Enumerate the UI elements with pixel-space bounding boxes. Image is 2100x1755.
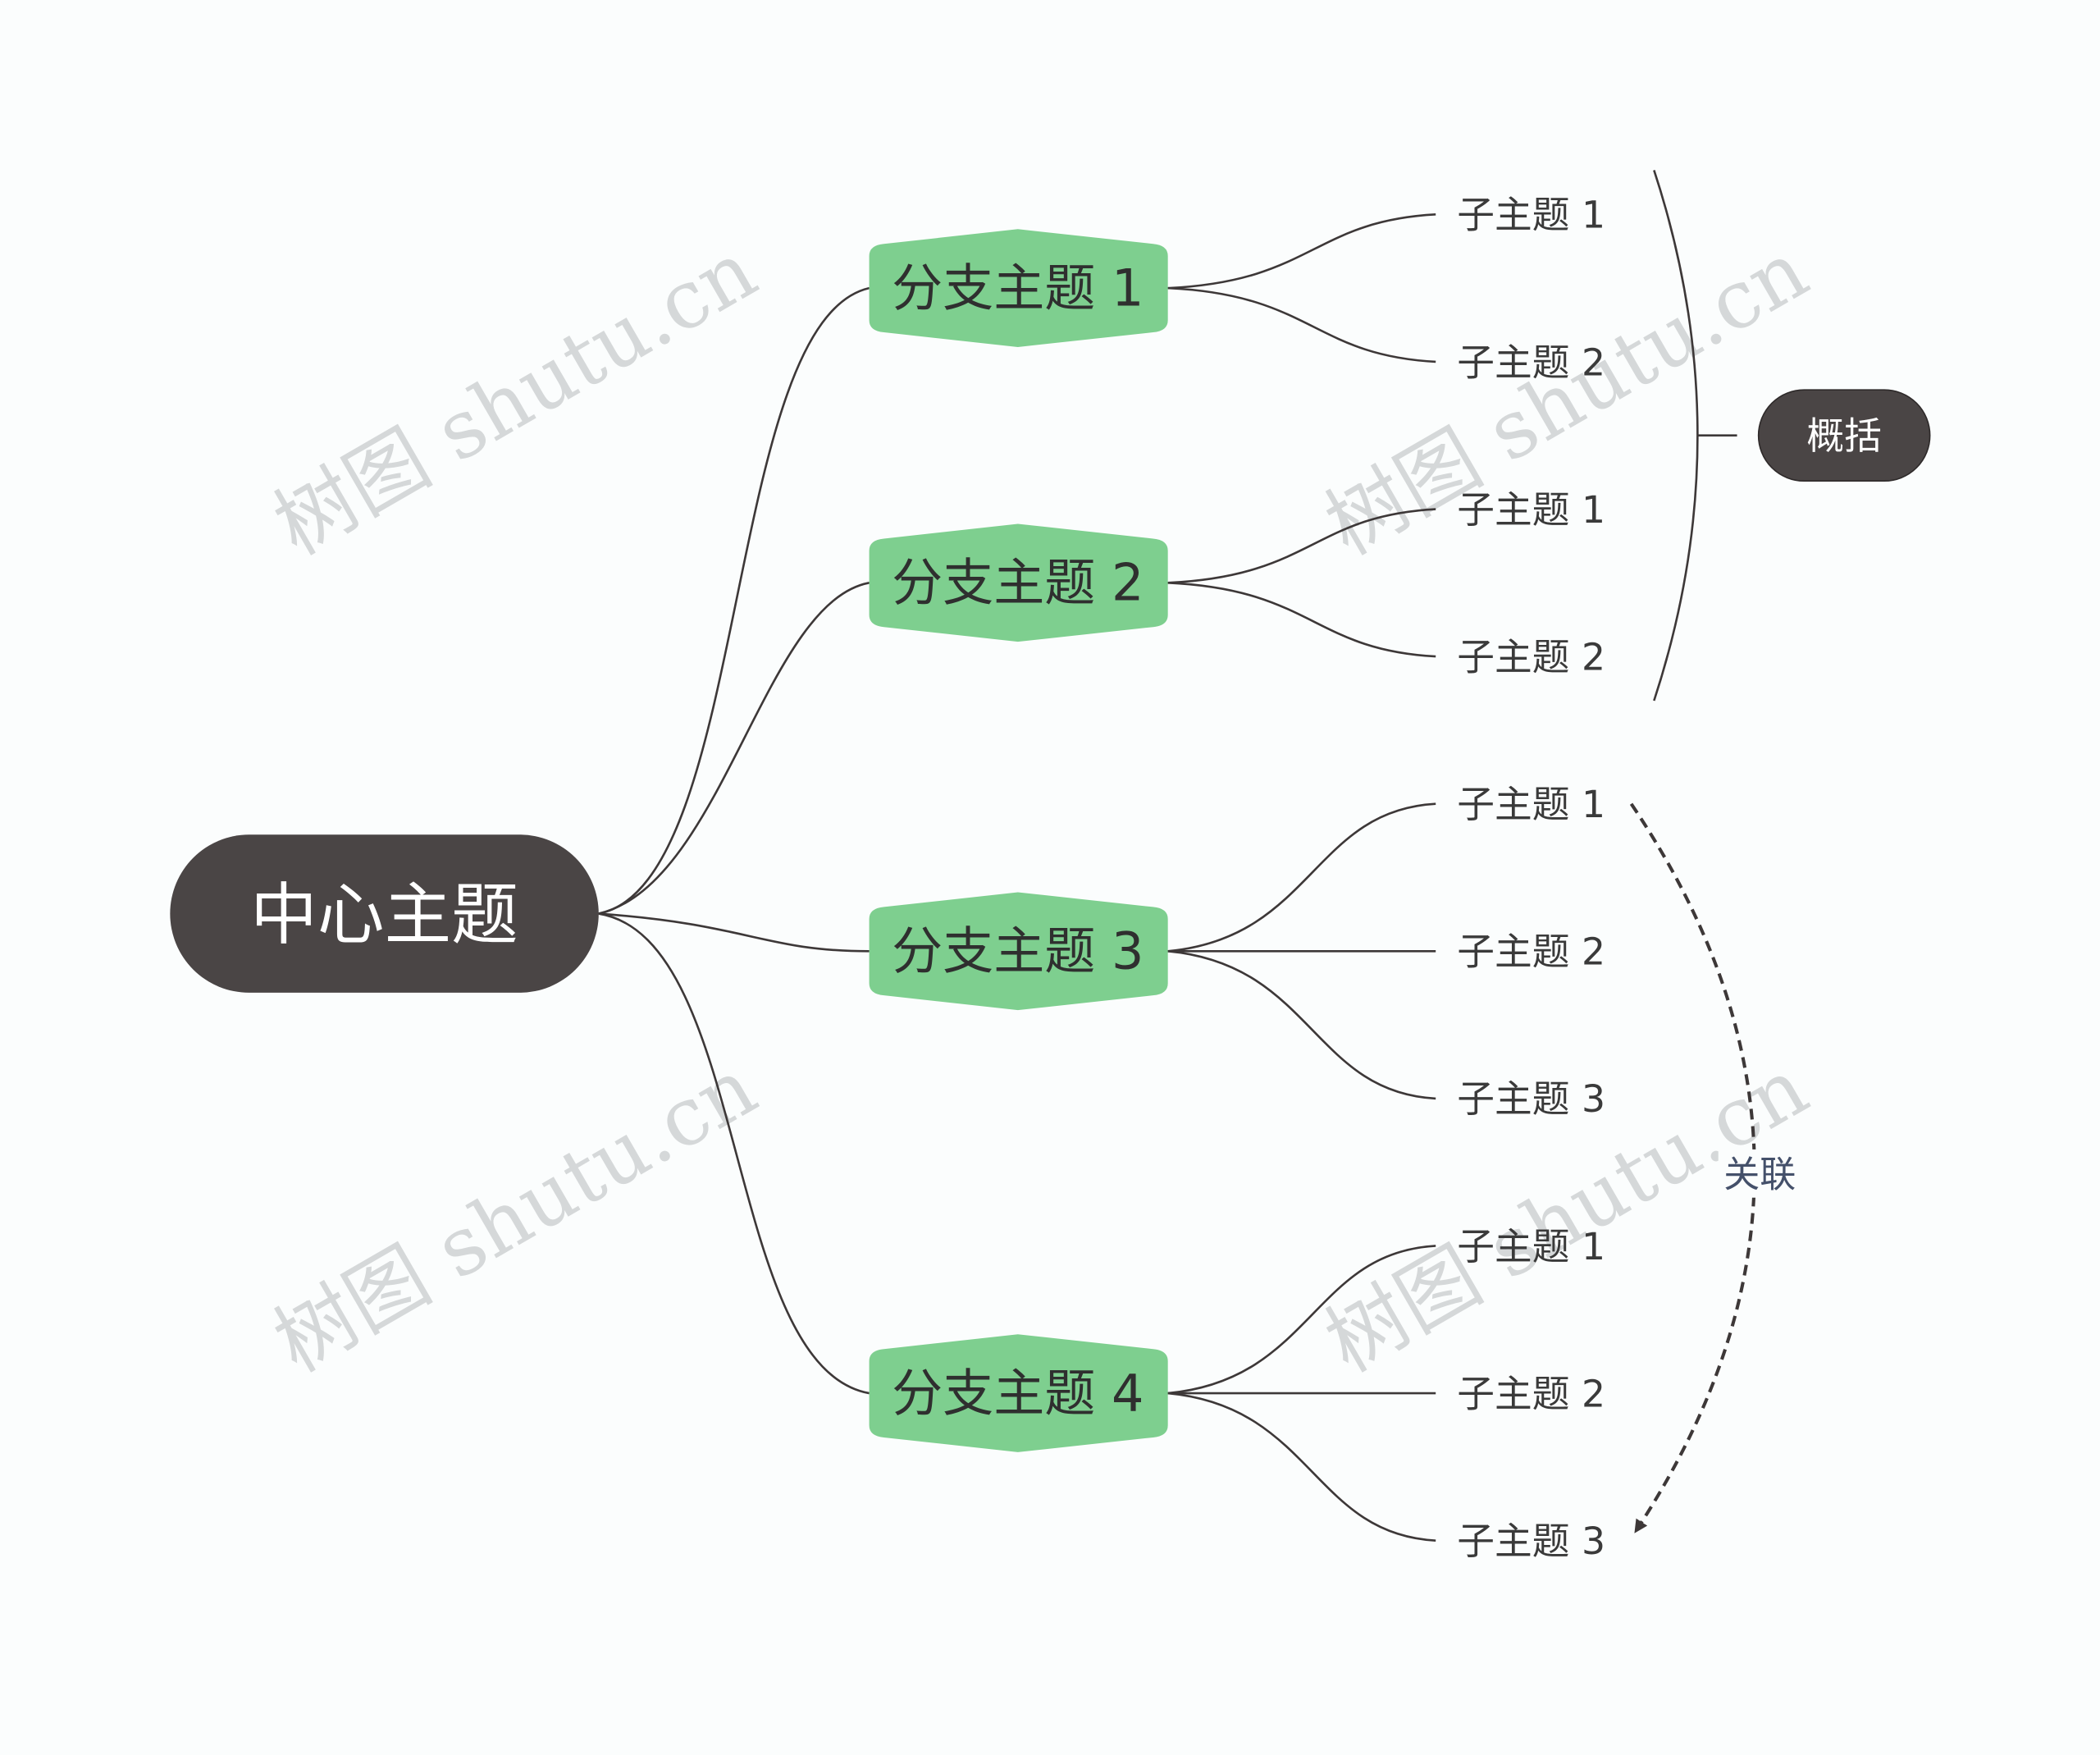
watermark: 树图 shutu.cn <box>259 224 771 574</box>
subtopic[interactable]: 子主题 2 <box>1457 1372 1605 1415</box>
branch-topic-label: 分支主题 1 <box>892 258 1144 318</box>
summary-label: 概括 <box>1806 414 1881 458</box>
subtopic[interactable]: 子主题 1 <box>1457 783 1605 826</box>
branch-topic-3[interactable]: 分支主题 3 <box>869 892 1168 1011</box>
subtopic[interactable]: 子主题 2 <box>1457 340 1605 384</box>
subtopic[interactable]: 子主题 2 <box>1457 930 1605 974</box>
subtopic[interactable]: 子主题 1 <box>1457 488 1605 532</box>
summary-topic[interactable]: 概括 <box>1757 389 1931 482</box>
watermark: 树图 shutu.cn <box>259 1041 771 1391</box>
summary-bracket <box>1653 170 1737 702</box>
relationship-label[interactable]: 关联 <box>1723 1154 1796 1196</box>
branch-topic-label: 分支主题 2 <box>892 553 1144 613</box>
subtopic[interactable]: 子主题 1 <box>1457 194 1605 237</box>
central-topic-label: 中心主题 <box>250 876 518 954</box>
branch-topic-4[interactable]: 分支主题 4 <box>869 1334 1168 1452</box>
relationship[interactable]: 关联 <box>1629 802 1801 1533</box>
subtopic[interactable]: 子主题 1 <box>1457 1225 1605 1268</box>
subtopic[interactable]: 子主题 3 <box>1457 1520 1605 1563</box>
central-topic[interactable]: 中心主题 <box>170 834 599 993</box>
branch-topic-1[interactable]: 分支主题 1 <box>869 229 1168 347</box>
branch-topic-2[interactable]: 分支主题 2 <box>869 523 1168 642</box>
branch-topic-label: 分支主题 3 <box>892 921 1144 981</box>
branch-topic-label: 分支主题 4 <box>892 1363 1144 1423</box>
subtopics: 子主题 1 子主题 2 子主题 1 子主题 2 子主题 1 子主题 2 子主题 … <box>1457 194 1605 1563</box>
subtopic-links <box>1167 213 1436 1542</box>
central-links <box>598 286 870 1395</box>
subtopic[interactable]: 子主题 2 <box>1457 635 1605 679</box>
subtopic[interactable]: 子主题 3 <box>1457 1077 1605 1121</box>
